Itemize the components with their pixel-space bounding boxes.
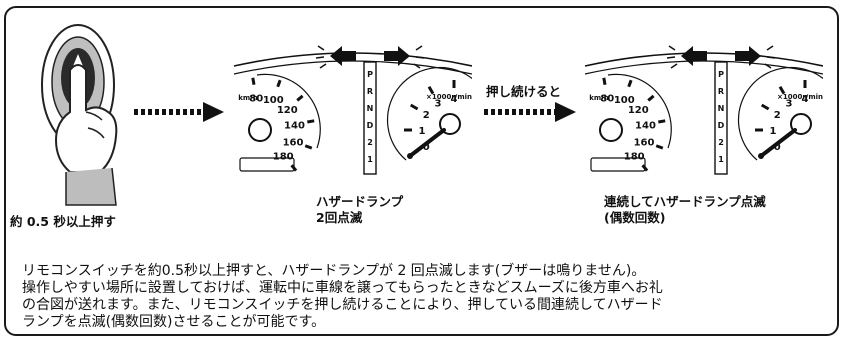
description-line: リモコンスイッチを約0.5秒以上押すと、ハザードランプが 2 回点滅します(ブザ… xyxy=(22,263,646,279)
tach-tick-label: 3 xyxy=(786,98,793,109)
speed-unit: km/h xyxy=(589,94,609,102)
caption-continuous-line2: (偶数回数) xyxy=(604,210,666,225)
gear-position: 2 xyxy=(367,138,373,147)
gear-position: P xyxy=(367,70,373,79)
gear-position: D xyxy=(718,121,725,130)
speed-tick-label: 140 xyxy=(635,120,656,131)
dotted-arrow-icon xyxy=(134,102,224,122)
gear-position: D xyxy=(367,121,374,130)
speed-tick-label: 120 xyxy=(277,105,298,116)
speed-tick-label: 140 xyxy=(284,120,305,131)
tach-tick-label: 0 xyxy=(774,142,781,153)
gear-position: N xyxy=(367,104,374,113)
speed-unit: km/h xyxy=(238,94,258,102)
speed-tick-label: 180 xyxy=(273,151,294,162)
tach-tick-label: 4 xyxy=(802,94,809,105)
description-line: の合図が送れます。また、リモコンスイッチを押し続けることにより、押している間連続… xyxy=(22,297,663,313)
speed-tick-label: 80 xyxy=(249,94,263,105)
gear-position: 1 xyxy=(367,155,373,164)
gear-position: R xyxy=(718,87,724,96)
hazard-arrow-left-icon xyxy=(330,46,356,66)
speed-tick-label: 160 xyxy=(634,137,655,148)
tach-tick-label: 1 xyxy=(419,126,426,137)
arrow-label: 押し続けると xyxy=(486,84,562,99)
tach-tick-label: 3 xyxy=(435,98,442,109)
tach-tick-label: 4 xyxy=(451,94,458,105)
hazard-arrow-right-icon xyxy=(384,46,410,66)
caption-continuous-line1: 連続してハザードランプ点滅 xyxy=(604,194,766,209)
gear-position: 2 xyxy=(718,138,724,147)
diagram-frame xyxy=(4,6,839,336)
tach-tick-label: 2 xyxy=(423,110,430,121)
description-line: 操作しやすい場所に設置しておけば、運転中に車線を譲ってもらったときなどスムーズに… xyxy=(22,280,663,296)
speed-tick-label: 120 xyxy=(628,105,649,116)
gear-position: N xyxy=(718,104,725,113)
gear-position: 1 xyxy=(718,155,724,164)
caption-press: 約 0.5 秒以上押す xyxy=(10,214,116,229)
caption-blink-line2: 2回点滅 xyxy=(316,210,363,225)
tach-tick-label: 2 xyxy=(774,110,781,121)
speed-tick-label: 80 xyxy=(600,94,614,105)
hazard-arrow-left-icon xyxy=(681,46,707,66)
description-text: リモコンスイッチを約0.5秒以上押すと、ハザードランプが 2 回点滅します(ブザ… xyxy=(22,263,822,331)
pointing-hand-icon xyxy=(54,64,118,206)
gear-position: R xyxy=(367,87,373,96)
tach-tick-label: 1 xyxy=(770,126,777,137)
speed-tick-label: 100 xyxy=(614,95,635,106)
speed-tick-label: 180 xyxy=(624,151,645,162)
description-line: ランプを点滅(偶数回数)させることが可能です。 xyxy=(22,314,326,330)
speed-tick-label: 100 xyxy=(263,95,284,106)
tach-unit: ×1000r/min xyxy=(777,93,823,101)
speed-tick-label: 160 xyxy=(283,137,304,148)
hazard-arrow-right-icon xyxy=(735,46,761,66)
tach-tick-label: 0 xyxy=(423,142,430,153)
tach-unit: ×1000r/min xyxy=(426,93,472,101)
dotted-arrow-icon xyxy=(484,102,576,122)
caption-blink-line1: ハザードランプ xyxy=(316,194,404,209)
gear-position: P xyxy=(718,70,724,79)
